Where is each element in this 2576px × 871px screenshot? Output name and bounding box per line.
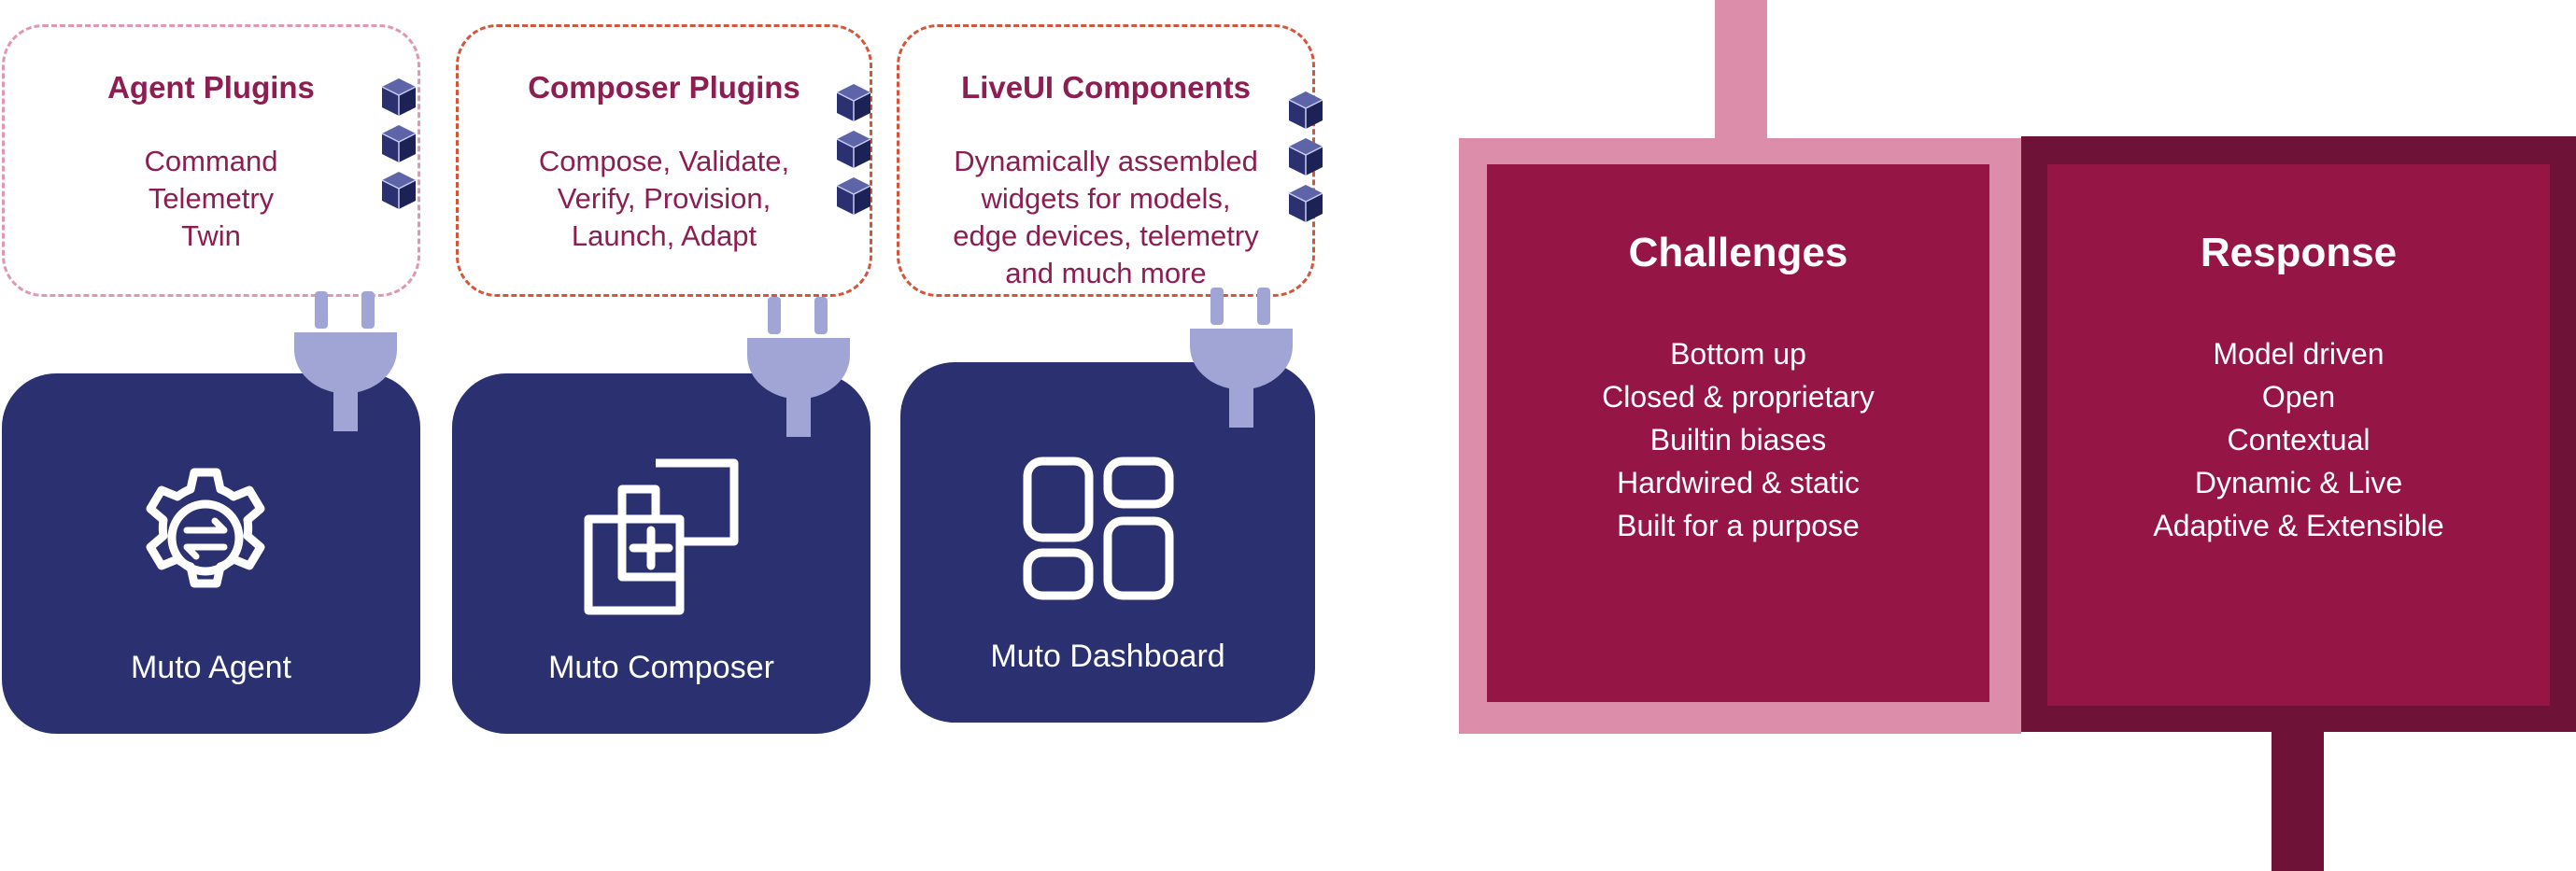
liveui-components-title: LiveUI Components: [961, 70, 1251, 105]
list-item: Closed & proprietary: [1602, 380, 1875, 414]
plug-connector-icon: [294, 291, 397, 431]
list-item: Hardwired & static: [1617, 466, 1860, 499]
list-item: Model driven: [2213, 337, 2385, 371]
list-item: Command: [144, 145, 278, 177]
agent-plugins-list: Command Telemetry Twin: [5, 143, 418, 255]
cube-stack-icon: [833, 80, 874, 220]
list-item: widgets for models,: [981, 182, 1231, 215]
response-panel: Response Model driven Open Contextual Dy…: [2047, 164, 2550, 706]
list-item: Verify, Provision,: [557, 182, 771, 215]
cube-stack-icon: [378, 75, 419, 215]
challenges-panel: Challenges Bottom up Closed & proprietar…: [1487, 164, 1989, 702]
muto-composer-label: Muto Composer: [548, 650, 774, 685]
agent-plugins-box: Agent Plugins Command Telemetry Twin: [2, 24, 420, 297]
list-item: Telemetry: [148, 182, 275, 215]
list-item: edge devices, telemetry: [953, 219, 1259, 252]
list-item: and much more: [1005, 257, 1207, 289]
list-item: Compose, Validate,: [538, 145, 790, 177]
dashboard-grid-icon: [1023, 457, 1174, 600]
response-title: Response: [2200, 230, 2398, 275]
add-layers-icon: [584, 458, 739, 615]
liveui-components-list: Dynamically assembled widgets for models…: [899, 143, 1312, 292]
list-item: Twin: [181, 219, 241, 252]
plug-connector-icon: [1190, 288, 1293, 428]
muto-agent-card[interactable]: Muto Agent: [2, 373, 420, 734]
agent-plugins-title: Agent Plugins: [107, 70, 315, 105]
list-item: Builtin biases: [1649, 423, 1827, 457]
list-item: Contextual: [2227, 423, 2371, 457]
muto-dashboard-label: Muto Dashboard: [990, 639, 1225, 674]
list-item: Bottom up: [1670, 337, 1806, 371]
challenges-list: Bottom up Closed & proprietary Builtin b…: [1487, 332, 1989, 547]
list-item: Launch, Adapt: [571, 219, 757, 252]
gear-exchange-icon: [146, 468, 265, 588]
composer-plugins-box: Composer Plugins Compose, Validate, Veri…: [456, 24, 872, 297]
plug-connector-icon: [747, 297, 850, 437]
challenges-title: Challenges: [1628, 230, 1848, 275]
composer-plugins-list: Compose, Validate, Verify, Provision, La…: [459, 143, 870, 255]
challenges-connector: [1715, 0, 1767, 140]
list-item: Dynamic & Live: [2194, 466, 2403, 499]
list-item: Built for a purpose: [1617, 509, 1860, 542]
response-connector: [2272, 728, 2324, 871]
liveui-components-box: LiveUI Components Dynamically assembled …: [897, 24, 1315, 297]
cube-stack-icon: [1285, 88, 1326, 228]
composer-plugins-title: Composer Plugins: [528, 70, 800, 105]
list-item: Dynamically assembled: [954, 145, 1258, 177]
list-item: Open: [2261, 380, 2336, 414]
response-list: Model driven Open Contextual Dynamic & L…: [2047, 332, 2550, 547]
list-item: Adaptive & Extensible: [2153, 509, 2444, 542]
muto-agent-label: Muto Agent: [130, 650, 291, 685]
